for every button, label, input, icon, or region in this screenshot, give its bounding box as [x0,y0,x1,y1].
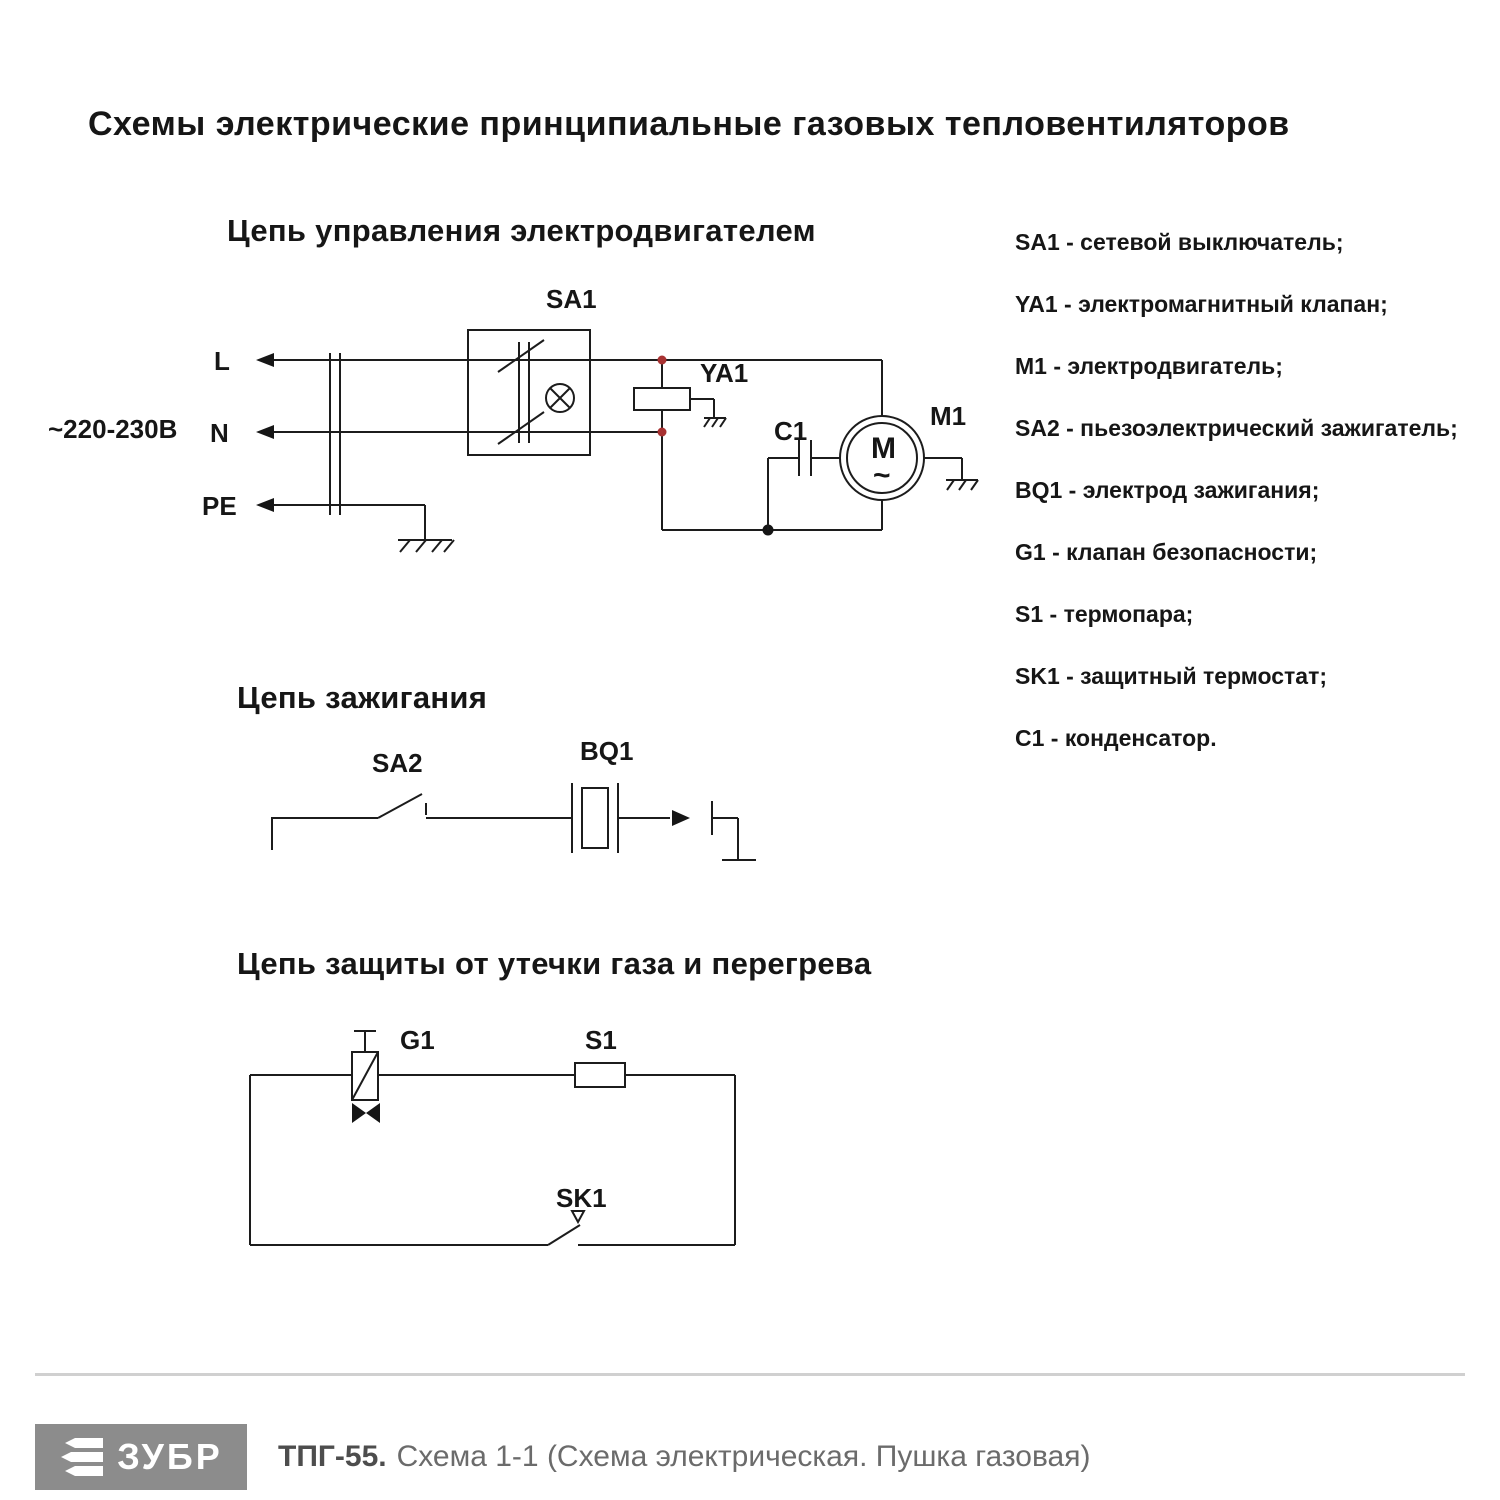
sk1-thermostat-icon [547,1210,586,1246]
legend-item-sa2: SA2 - пьезоэлектрический зажигатель; [1015,415,1458,441]
motor-branch: M ~ [662,360,979,536]
footer-caption-line: ТПГ-55. Схема 1-1 (Схема электрическая. П… [278,1440,1090,1474]
right-terminal-icon [711,801,756,861]
mains-wires [256,353,882,515]
connector-bars-icon [329,353,341,515]
section-title-protection-circuit: Цепь защиты от утечки газа и перегрева [237,946,872,981]
motor-ground-icon [924,457,979,491]
footer-caption: Схема 1-1 (Схема электрическая. Пушка га… [396,1440,1091,1473]
ignition-circuit-diagram: SA2 BQ1 [271,736,756,861]
protection-loop-wires [249,1074,736,1246]
arrow-right-icon [672,810,690,826]
section-title-control-circuit: Цепь управления электродвигателем [227,213,816,248]
legend-item-sk1: SK1 - защитный термостат; [1015,663,1328,689]
legend-item-ya1: YA1 - электромагнитный клапан; [1015,291,1388,317]
label-pe: PE [202,491,237,521]
label-g1: G1 [400,1025,435,1055]
label-bq1: BQ1 [580,736,633,766]
g1-safety-valve-icon [351,1030,380,1123]
footer-model: ТПГ-55. [278,1440,387,1473]
sa2-switch-icon [377,793,427,819]
section-title-ignition-circuit: Цепь зажигания [237,680,488,715]
legend-item-bq1: BQ1 - электрод зажигания; [1015,477,1320,503]
arrow-left-l-icon [256,353,274,367]
junction-dot-red [657,427,667,437]
sa1-switch-icon [467,329,591,456]
label-c1: C1 [774,416,807,446]
ignition-wires [271,783,756,861]
legend-item-m1: M1 - электродвигатель; [1015,353,1283,379]
capacitor-c1-icon [767,440,840,530]
label-sa1: SA1 [546,284,597,314]
label-s1: S1 [585,1025,617,1055]
arrow-left-n-icon [256,425,274,439]
footer-divider [35,1373,1465,1376]
s1-thermocouple-icon [574,1062,626,1088]
zubr-logo: ЗУБР [35,1424,247,1490]
motor-ac-symbol: ~ [873,459,891,492]
legend-item-sa1: SA1 - сетевой выключатель; [1015,229,1344,255]
label-m1: M1 [930,401,966,431]
junction-dot-red [657,355,667,365]
label-sa2: SA2 [372,748,423,778]
ya1-valve-icon [633,355,727,530]
arrow-left-pe-icon [256,498,274,512]
control-circuit-diagram: M ~ ~220-230В L N PE SA1 YA1 C1 M1 [48,284,979,553]
label-ya1: YA1 [700,358,748,388]
bq1-element-icon [581,787,609,849]
label-sk1: SK1 [556,1183,607,1213]
label-n: N [210,418,229,448]
legend: SA1 - сетевой выключатель; YA1 - электро… [1015,230,1458,788]
voltage-label: ~220-230В [48,414,177,444]
indicator-lamp-icon [545,383,575,413]
protection-circuit-diagram: G1 S1 SK1 [249,1025,736,1246]
pe-ground-icon [398,505,455,553]
zubr-logo-text: ЗУБР [117,1436,223,1477]
legend-item-g1: G1 - клапан безопасности; [1015,539,1318,565]
page-title: Схемы электрические принципиальные газов… [88,105,1290,143]
left-terminal-icon [271,817,378,850]
legend-item-s1: S1 - термопара; [1015,601,1194,627]
motor-letter: M [871,432,896,465]
legend-item-c1: C1 - конденсатор. [1015,725,1217,751]
label-l: L [214,346,230,376]
zubr-emblem-icon [61,1438,104,1476]
